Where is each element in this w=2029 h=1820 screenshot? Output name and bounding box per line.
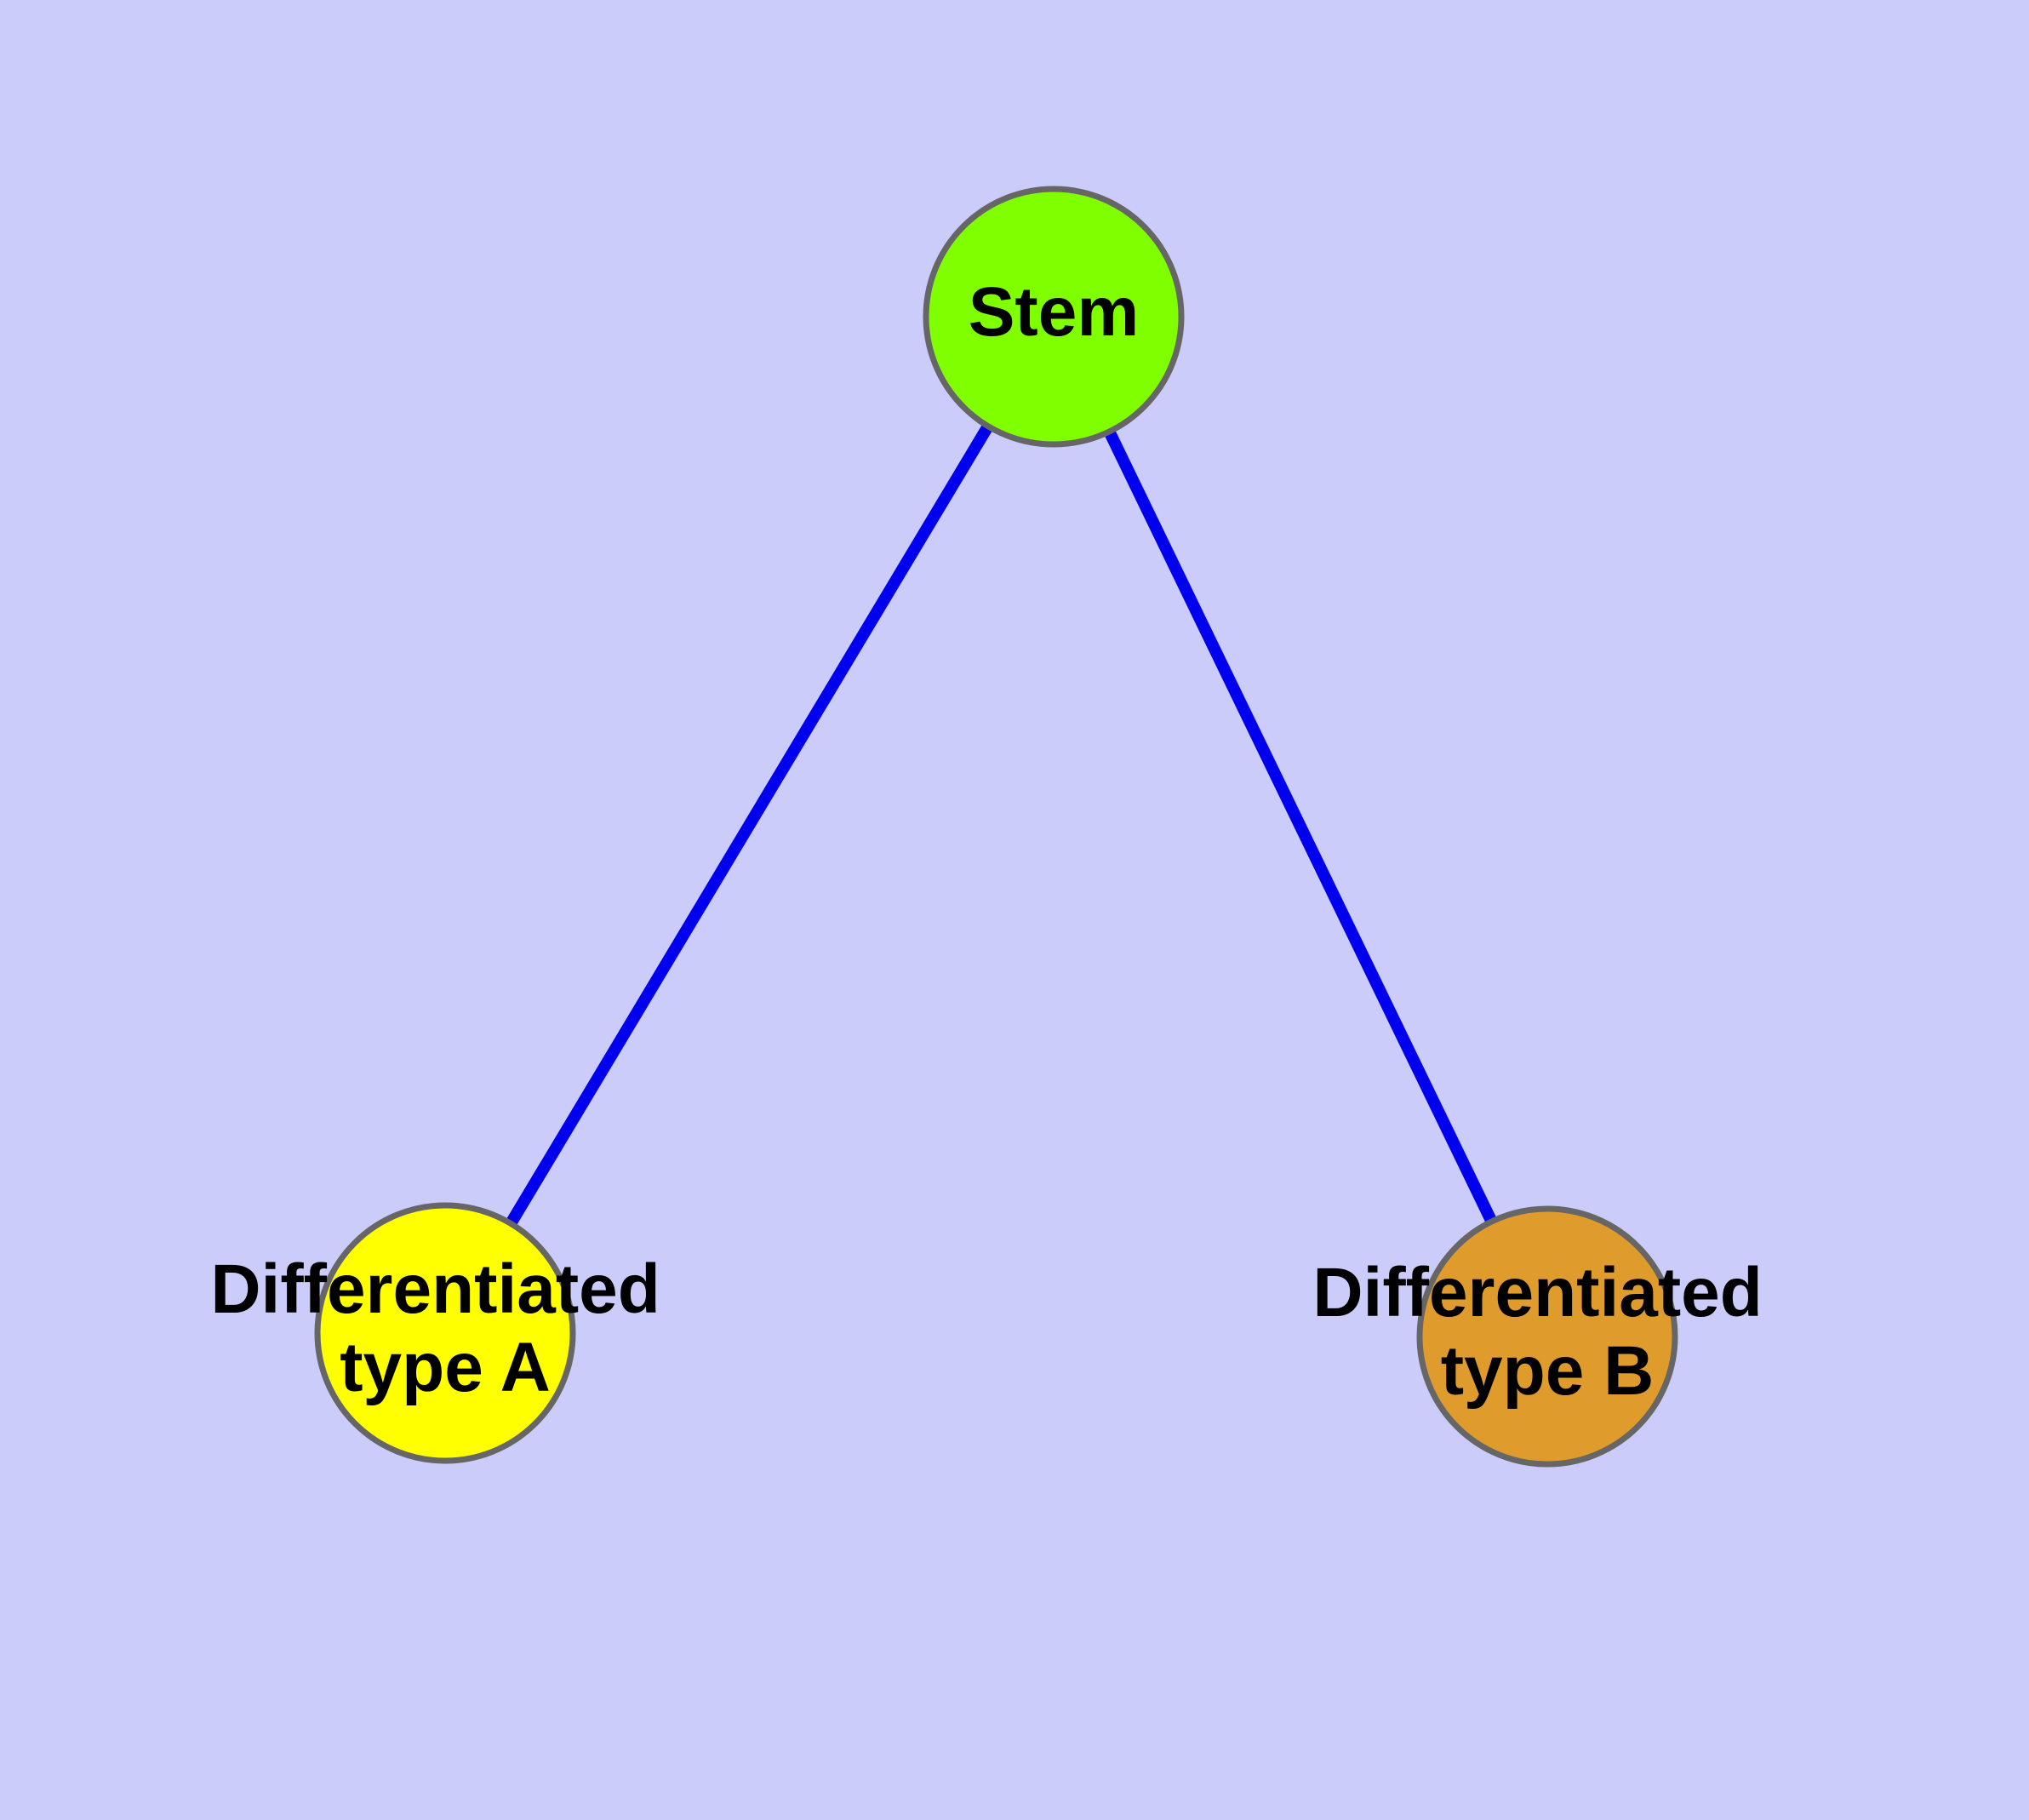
node-differentiated-type-b-label-line-1: Differentiated — [1312, 1254, 1763, 1331]
node-differentiated-type-a[interactable]: Differentiated type A — [210, 1202, 679, 1464]
node-stem-circle[interactable] — [923, 186, 1185, 448]
node-layer: Stem Differentiated type A Differentiate… — [210, 186, 1781, 1468]
node-differentiated-type-b-label-line-2: type B — [1441, 1332, 1655, 1410]
node-stem-label: Stem — [969, 273, 1140, 351]
node-differentiated-type-a-label: Differentiated type A — [210, 1251, 679, 1406]
node-differentiated-type-b[interactable]: Differentiated type B — [1312, 1205, 1781, 1468]
edge-stem-to-differentiated-type-b[interactable] — [1103, 427, 1498, 1226]
node-differentiated-type-a-label-line-1: Differentiated — [210, 1251, 660, 1328]
node-stem-label-line-1: Stem — [969, 273, 1140, 351]
node-differentiated-type-b-label: Differentiated type B — [1312, 1254, 1781, 1410]
node-differentiated-type-a-label-line-2: type A — [340, 1329, 551, 1406]
edge-layer — [505, 421, 1498, 1228]
edge-stem-to-differentiated-type-a[interactable] — [505, 421, 994, 1228]
node-differentiated-type-a-circle[interactable] — [314, 1202, 576, 1464]
node-stem[interactable]: Stem — [923, 186, 1185, 448]
node-differentiated-type-b-circle[interactable] — [1416, 1205, 1678, 1468]
